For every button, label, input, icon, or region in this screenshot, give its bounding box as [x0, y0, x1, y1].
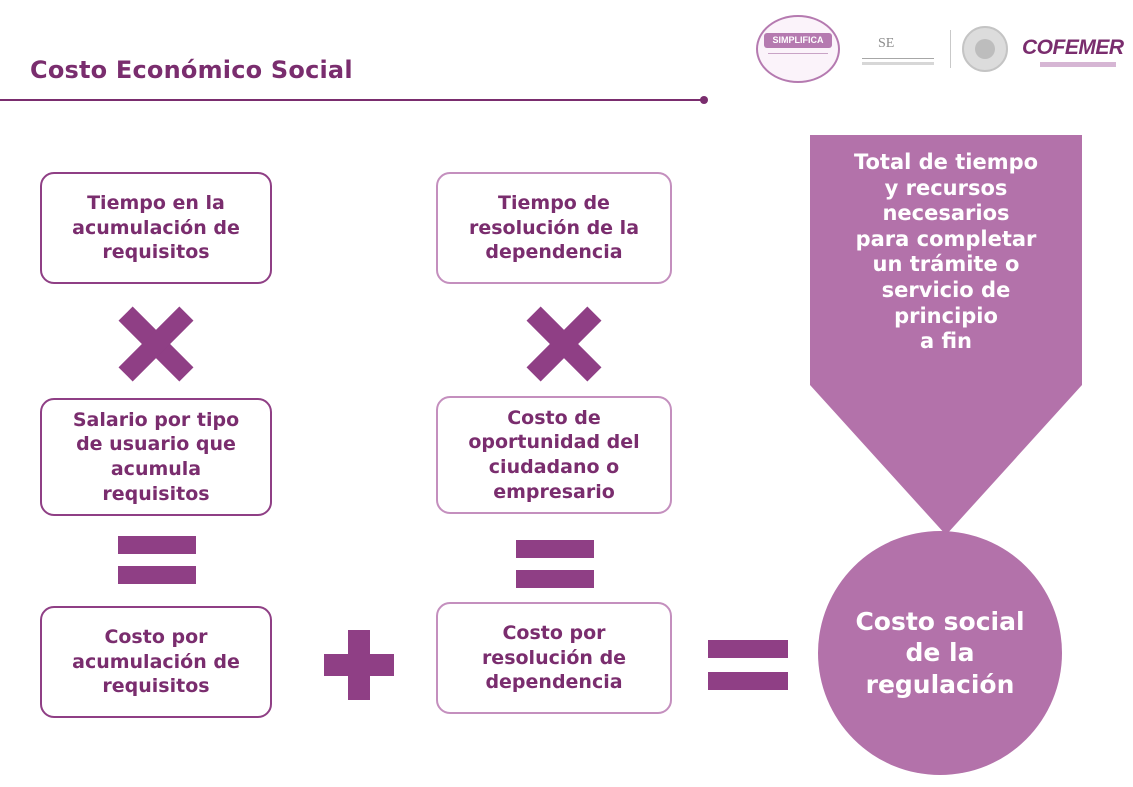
title-underline	[0, 99, 705, 101]
box-tiempo-resolucion-label: Tiempo de resolución de la dependencia	[468, 191, 640, 264]
se-logo: SE	[848, 22, 940, 72]
box-salario-usuario: Salario por tipo de usuario que acumula …	[40, 398, 272, 516]
downward-arrow-callout	[810, 135, 1082, 535]
se-logo-subtext	[862, 62, 934, 65]
multiply-icon-left	[120, 308, 192, 380]
equals-icon-middle	[516, 540, 594, 588]
title-underline-dot	[700, 96, 708, 104]
box-tiempo-resolucion: Tiempo de resolución de la dependencia	[436, 172, 672, 284]
se-logo-text: SE	[878, 36, 895, 51]
equals-icon-result	[708, 640, 788, 690]
box-salario-usuario-label: Salario por tipo de usuario que acumula …	[72, 408, 240, 505]
simplifica-logo-text: SIMPLIFICA	[764, 33, 832, 48]
box-costo-oportunidad-label: Costo de oportunidad del ciudadano o emp…	[468, 406, 640, 503]
box-costo-resolucion: Costo por resolución de dependencia	[436, 602, 672, 714]
logo-divider	[950, 30, 951, 68]
cofemer-logo-text: COFEMER	[1022, 36, 1124, 59]
box-costo-resolucion-label: Costo por resolución de dependencia	[481, 621, 627, 694]
plus-icon	[324, 630, 394, 700]
se-logo-rule	[862, 58, 934, 59]
simplifica-logo-tagline	[768, 53, 828, 64]
box-costo-acumulacion-label: Costo por acumulación de requisitos	[72, 625, 240, 698]
national-seal-logo	[962, 26, 1008, 72]
equals-icon-left	[118, 536, 196, 584]
box-costo-acumulacion: Costo por acumulación de requisitos	[40, 606, 272, 718]
page-title: Costo Económico Social	[30, 56, 353, 84]
result-circle-label: Costo social de la regulación	[855, 607, 1025, 699]
box-tiempo-acumulacion: Tiempo en la acumulación de requisitos	[40, 172, 272, 284]
cofemer-logo: COFEMER	[1022, 36, 1124, 76]
result-circle: Costo social de la regulación	[818, 531, 1062, 775]
simplifica-logo: SIMPLIFICA	[756, 15, 840, 83]
cofemer-logo-subtext	[1040, 62, 1116, 67]
box-costo-oportunidad: Costo de oportunidad del ciudadano o emp…	[436, 396, 672, 514]
box-tiempo-acumulacion-label: Tiempo en la acumulación de requisitos	[72, 191, 240, 264]
multiply-icon-middle	[528, 308, 600, 380]
callout-text: Total de tiempo y recursos necesarios pa…	[853, 150, 1039, 354]
